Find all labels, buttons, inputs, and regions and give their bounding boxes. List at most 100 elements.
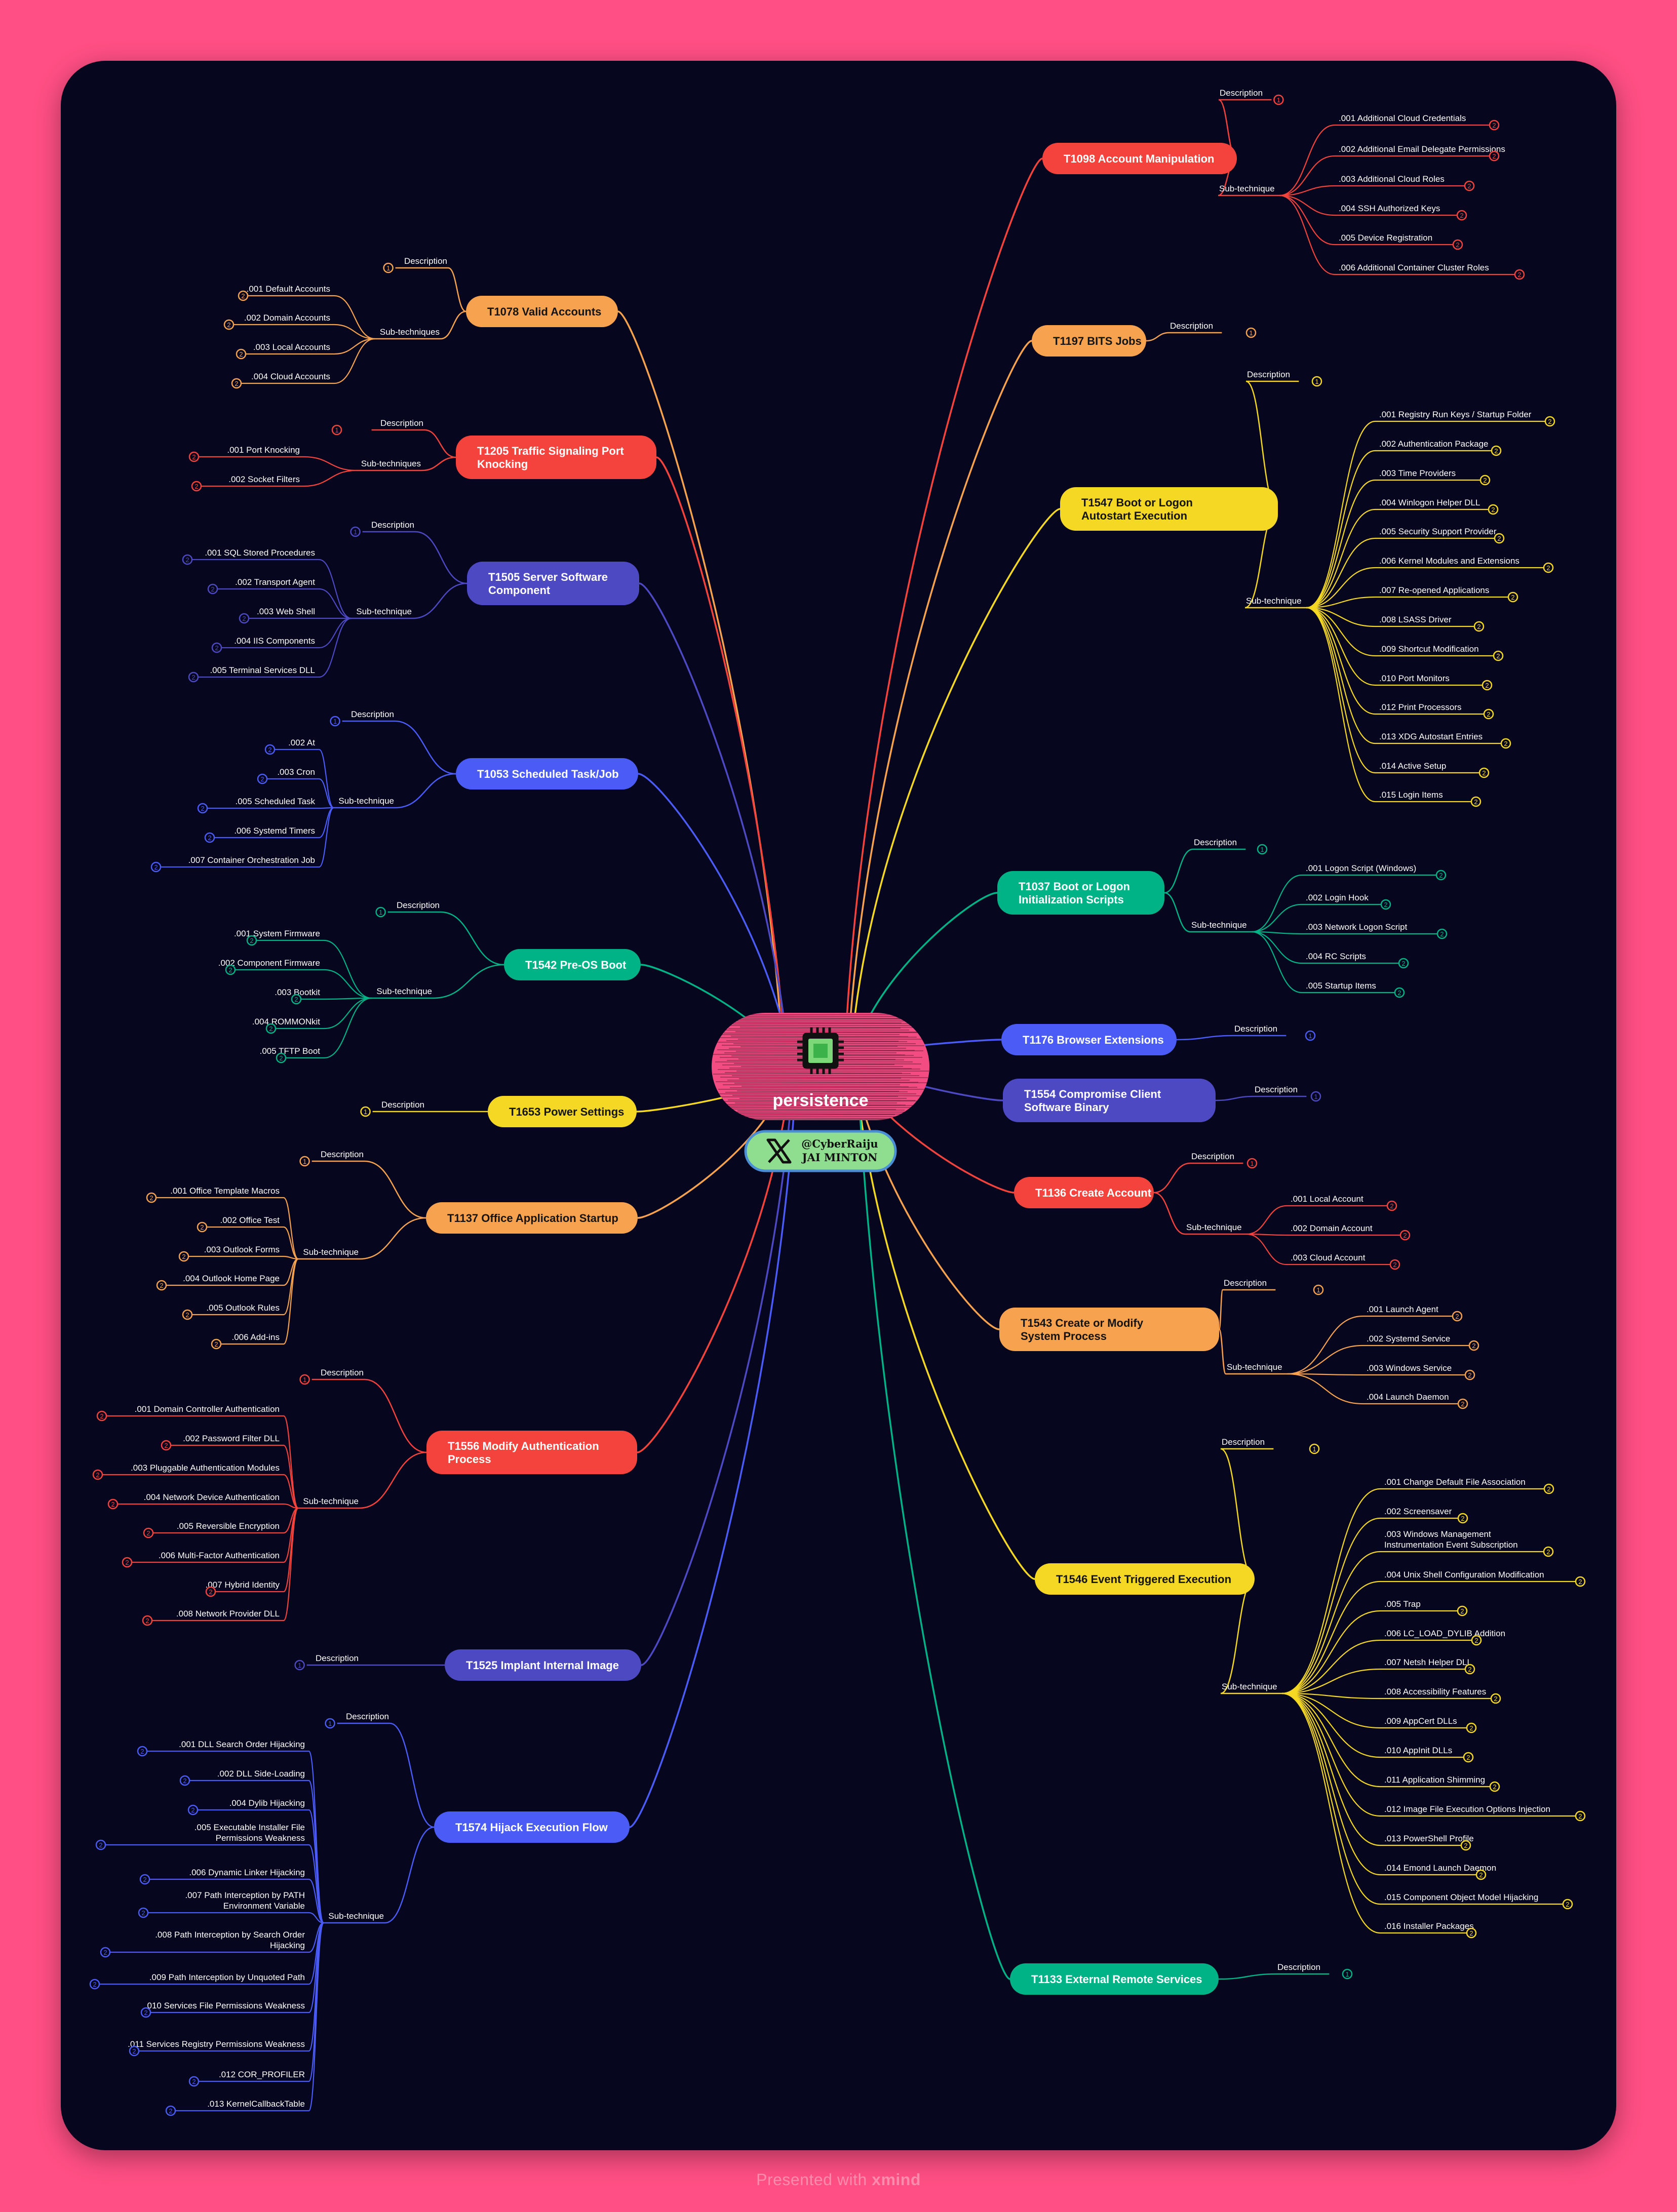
sub-technique-count-badge[interactable]: 2	[1470, 796, 1481, 807]
sub-technique-item[interactable]: .001 Additional Cloud Credentials	[1339, 113, 1466, 123]
sub-technique-count-badge[interactable]: 2	[1452, 239, 1463, 250]
sub-technique-item[interactable]: .001 Domain Controller Authentication	[135, 1404, 280, 1414]
sub-technique-count-badge[interactable]: 2	[161, 1440, 172, 1451]
sub-technique-item[interactable]: .001 Default Accounts	[247, 284, 330, 294]
sub-technique-item[interactable]: .003 Windows Management	[1384, 1529, 1491, 1539]
sub-technique-count-badge[interactable]: 2	[191, 481, 202, 492]
sub-technique-item[interactable]: .002 Domain Accounts	[244, 313, 330, 323]
sub-technique-item[interactable]: .006 Add-ins	[231, 1332, 280, 1342]
sub-technique-count-badge[interactable]: 2	[1543, 1483, 1554, 1494]
sub-technique-label[interactable]: Sub-technique	[356, 607, 412, 616]
description-label[interactable]: Description	[1224, 1278, 1267, 1288]
sub-technique-count-badge[interactable]: 2	[276, 1052, 287, 1063]
description-count-badge[interactable]: 1	[294, 1660, 305, 1671]
sub-technique-count-badge[interactable]: 2	[1494, 533, 1505, 544]
description-count-badge[interactable]: 1	[1273, 94, 1284, 105]
sub-technique-item[interactable]: .004 Network Device Authentication	[144, 1492, 280, 1502]
sub-technique-count-badge[interactable]: 2	[187, 1804, 199, 1815]
sub-technique-count-badge[interactable]: 2	[138, 1907, 149, 1918]
sub-technique-item[interactable]: .005 Security Support Provider	[1379, 527, 1497, 536]
sub-technique-count-badge[interactable]: 2	[1466, 1927, 1477, 1939]
sub-technique-item[interactable]: .001 Office Template Macros	[170, 1186, 280, 1196]
description-count-badge[interactable]: 1	[331, 424, 342, 436]
sub-technique-count-badge[interactable]: 2	[1500, 738, 1511, 749]
sub-technique-item[interactable]: Permissions Weakness	[216, 1833, 305, 1843]
sub-technique-item[interactable]: .006 Systemd Timers	[234, 826, 315, 836]
sub-technique-item[interactable]: .002 Component Firmware	[218, 958, 320, 968]
description-label[interactable]: Description	[397, 900, 440, 910]
sub-technique-item[interactable]: .014 Emond Launch Daemon	[1384, 1863, 1496, 1873]
sub-technique-item[interactable]: .003 Local Accounts	[253, 342, 330, 352]
sub-technique-item[interactable]: .002 Socket Filters	[228, 475, 300, 484]
description-label[interactable]: Description	[380, 418, 423, 428]
description-label[interactable]: Description	[371, 520, 414, 530]
sub-technique-count-badge[interactable]: 2	[1489, 120, 1500, 131]
sub-technique-item[interactable]: Instrumentation Event Subscription	[1384, 1540, 1518, 1550]
sub-technique-count-badge[interactable]: 2	[1478, 767, 1490, 778]
sub-technique-count-badge[interactable]: 2	[264, 744, 276, 755]
sub-technique-count-badge[interactable]: 2	[223, 319, 235, 330]
sub-technique-count-badge[interactable]: 2	[1490, 1693, 1501, 1704]
sub-technique-count-badge[interactable]: 2	[188, 2076, 200, 2087]
sub-technique-count-badge[interactable]: 2	[150, 861, 162, 873]
sub-technique-label[interactable]: Sub-technique	[1246, 596, 1302, 606]
description-label[interactable]: Description	[1170, 321, 1213, 331]
sub-technique-count-badge[interactable]: 2	[188, 672, 199, 683]
sub-technique-count-badge[interactable]: 2	[1483, 708, 1494, 720]
sub-technique-label[interactable]: Sub-technique	[1222, 1682, 1277, 1691]
sub-technique-item[interactable]: .005 Trap	[1384, 1599, 1421, 1609]
description-label[interactable]: Description	[321, 1368, 364, 1377]
sub-technique-item[interactable]: .009 Shortcut Modification	[1379, 644, 1479, 654]
sub-technique-item[interactable]: .015 Component Object Model Hijacking	[1384, 1892, 1538, 1902]
sub-technique-item[interactable]: .009 Path Interception by Unquoted Path	[149, 1972, 305, 1982]
sub-technique-item[interactable]: .003 Windows Service	[1367, 1363, 1452, 1373]
sub-technique-item[interactable]: .007 Re-opened Applications	[1379, 585, 1489, 595]
sub-technique-count-badge[interactable]: 2	[1435, 870, 1447, 881]
description-label[interactable]: Description	[316, 1653, 359, 1663]
sub-technique-item[interactable]: .002 At	[288, 738, 315, 747]
sub-technique-count-badge[interactable]: 2	[231, 378, 242, 389]
sub-technique-item[interactable]: .005 Device Registration	[1339, 233, 1432, 243]
sub-technique-item[interactable]: .004 Dylib Hijacking	[229, 1798, 305, 1808]
sub-technique-count-badge[interactable]: 2	[182, 554, 193, 565]
sub-technique-item[interactable]: .003 Outlook Forms	[204, 1245, 280, 1254]
sub-technique-count-badge[interactable]: 2	[265, 1023, 277, 1034]
sub-technique-count-badge[interactable]: 2	[239, 613, 250, 624]
description-count-badge[interactable]: 1	[375, 906, 386, 918]
description-count-badge[interactable]: 1	[360, 1106, 371, 1117]
sub-technique-count-badge[interactable]: 2	[122, 1557, 133, 1568]
sub-technique-count-badge[interactable]: 2	[1471, 1635, 1482, 1646]
sub-technique-count-badge[interactable]: 2	[178, 1251, 189, 1262]
description-count-badge[interactable]: 1	[1342, 1968, 1353, 1980]
sub-technique-count-badge[interactable]: 2	[140, 2007, 151, 2018]
description-label[interactable]: Description	[1191, 1152, 1234, 1161]
description-count-badge[interactable]: 1	[1310, 1091, 1321, 1102]
sub-technique-count-badge[interactable]: 2	[188, 451, 200, 462]
sub-technique-count-badge[interactable]: 2	[1460, 1840, 1471, 1851]
description-count-badge[interactable]: 1	[383, 262, 394, 273]
sub-technique-count-badge[interactable]: 2	[1479, 475, 1491, 486]
sub-technique-item[interactable]: .002 Login Hook	[1306, 893, 1369, 902]
description-count-badge[interactable]: 1	[1246, 1158, 1258, 1169]
sub-technique-count-badge[interactable]: 2	[1389, 1259, 1400, 1270]
sub-technique-item[interactable]: .001 Logon Script (Windows)	[1306, 863, 1416, 873]
sub-technique-item[interactable]: .011 Services Registry Permissions Weakn…	[128, 2039, 305, 2049]
sub-technique-count-badge[interactable]: 2	[142, 1615, 153, 1626]
sub-technique-count-badge[interactable]: 2	[1398, 958, 1409, 969]
technique-node-t1574[interactable]: T1574 Hijack Execution Flow	[434, 1811, 630, 1843]
technique-node-t1137[interactable]: T1137 Office Application Startup	[426, 1202, 638, 1234]
sub-technique-count-badge[interactable]: 2	[1464, 180, 1475, 191]
sub-technique-count-badge[interactable]: 2	[211, 642, 222, 653]
description-count-badge[interactable]: 1	[299, 1374, 310, 1385]
sub-technique-count-badge[interactable]: 2	[182, 1309, 193, 1320]
technique-node-t1653[interactable]: T1653 Power Settings	[488, 1096, 637, 1127]
technique-node-t1053[interactable]: T1053 Scheduled Task/Job	[456, 758, 638, 789]
sub-technique-count-badge[interactable]: 2	[238, 290, 249, 301]
sub-technique-count-badge[interactable]: 2	[1386, 1200, 1397, 1211]
description-count-badge[interactable]: 1	[1309, 1443, 1320, 1454]
sub-technique-count-badge[interactable]: 2	[156, 1280, 167, 1291]
description-label[interactable]: Description	[1247, 370, 1290, 379]
